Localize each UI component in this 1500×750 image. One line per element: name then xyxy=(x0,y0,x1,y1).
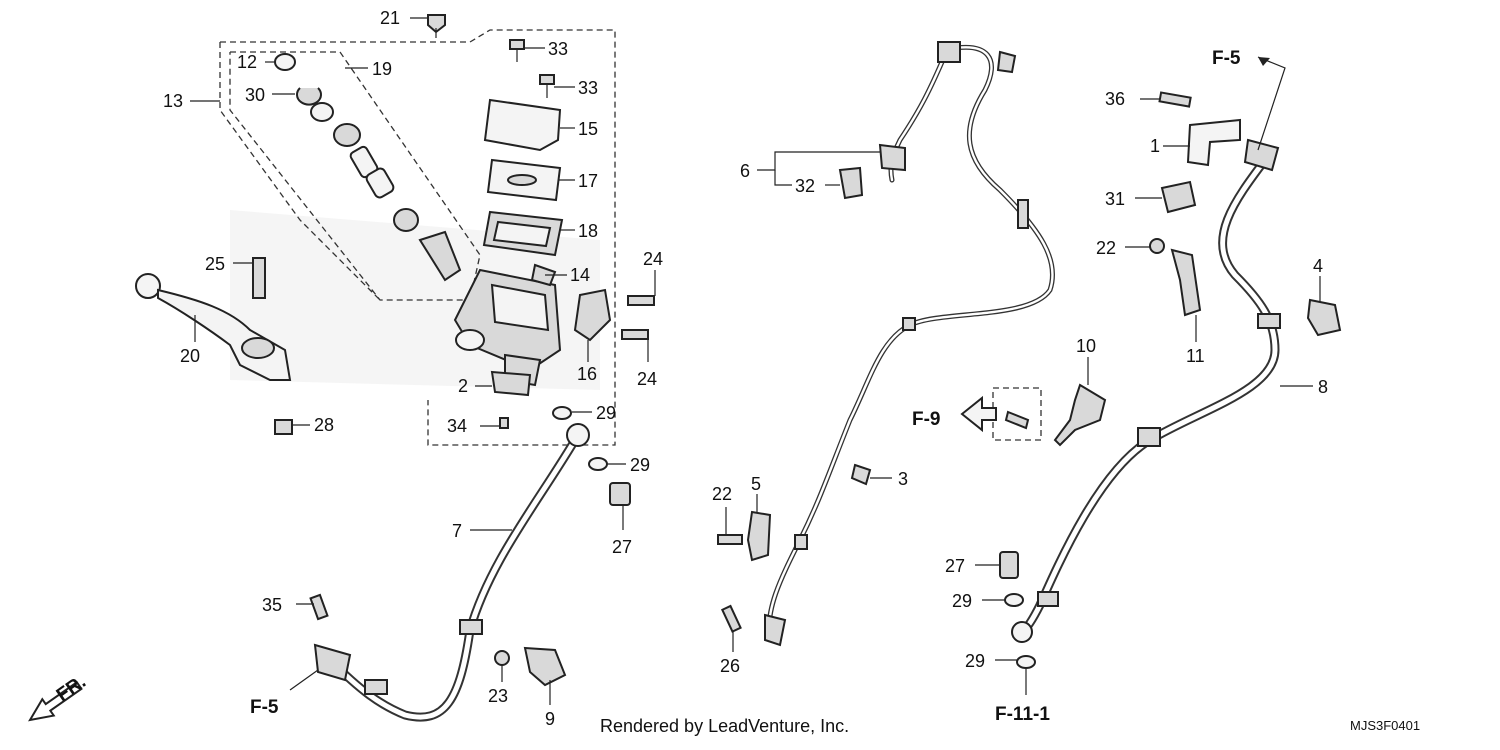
callout-5: 5 xyxy=(751,474,761,494)
hose-clamp-parts xyxy=(309,593,567,687)
front-direction-arrow: FR. xyxy=(28,671,90,722)
callout-20: 20 xyxy=(180,346,200,366)
brake-switch xyxy=(490,370,532,429)
sensor-small-parts xyxy=(717,463,872,633)
callout-30: 30 xyxy=(245,85,265,105)
sensor-wire xyxy=(764,41,1056,647)
callout-15: 15 xyxy=(578,119,598,139)
callout-29-b: 29 xyxy=(630,455,650,475)
ref-f5-top: F-5 xyxy=(1212,48,1241,69)
ref-f9: F-9 xyxy=(912,409,941,430)
leader-lines xyxy=(190,17,1321,705)
callout-10: 10 xyxy=(1076,336,1096,356)
reference-labels: F-5 F-5 F-9 F-11-1 xyxy=(250,48,1241,725)
callout-12: 12 xyxy=(237,52,257,72)
callout-28: 28 xyxy=(314,415,334,435)
rear-banjo-parts xyxy=(999,551,1036,669)
callout-4: 4 xyxy=(1313,256,1323,276)
rear-bracket-parts xyxy=(1149,91,1342,337)
callout-29-a: 29 xyxy=(596,403,616,423)
brake-hose-front xyxy=(313,423,590,722)
callout-16: 16 xyxy=(577,364,597,384)
callout-13: 13 xyxy=(163,91,183,111)
callout-29-c: 29 xyxy=(952,591,972,611)
callout-22-a: 22 xyxy=(712,484,732,504)
callout-3: 3 xyxy=(898,469,908,489)
piston-kit-parts xyxy=(274,53,462,282)
callout-19: 19 xyxy=(372,59,392,79)
callout-18: 18 xyxy=(578,221,598,241)
brake-hose-rear xyxy=(1011,138,1281,643)
callout-32: 32 xyxy=(795,176,815,196)
callout-27-b: 27 xyxy=(945,556,965,576)
holder-and-bolts xyxy=(573,288,655,342)
callout-33-a: 33 xyxy=(548,39,568,59)
callout-36: 36 xyxy=(1105,89,1125,109)
callout-22-b: 22 xyxy=(1096,238,1116,258)
callout-34: 34 xyxy=(447,416,467,436)
callout-23: 23 xyxy=(488,686,508,706)
brake-lever xyxy=(135,257,293,435)
credit-text: Rendered by LeadVenture, Inc. xyxy=(600,716,849,736)
master-cylinder-body xyxy=(453,263,562,387)
f5-top-reference-line xyxy=(1257,56,1286,151)
diagram-code: MJS3F0401 xyxy=(1350,718,1420,733)
callout-17: 17 xyxy=(578,171,598,191)
callout-26: 26 xyxy=(720,656,740,676)
callout-21: 21 xyxy=(380,8,400,28)
callout-31: 31 xyxy=(1105,189,1125,209)
reservoir-cover-parts xyxy=(482,98,564,257)
callout-35: 35 xyxy=(262,595,282,615)
callout-9: 9 xyxy=(545,709,555,729)
callout-6: 6 xyxy=(740,161,750,181)
callout-29-d: 29 xyxy=(965,651,985,671)
callout-7: 7 xyxy=(452,521,462,541)
callout-24-a: 24 xyxy=(643,249,663,269)
banjo-bolt-washers-left xyxy=(552,406,631,506)
callout-11: 11 xyxy=(1186,346,1205,366)
callout-27-a: 27 xyxy=(612,537,632,557)
callout-1: 1 xyxy=(1150,136,1160,156)
callout-labels: 21 33 33 12 19 30 13 15 17 18 14 25 24 1… xyxy=(163,8,1328,729)
callout-8: 8 xyxy=(1318,377,1328,397)
callout-33-b: 33 xyxy=(578,78,598,98)
screw-parts xyxy=(427,14,555,98)
f9-reference-box xyxy=(960,383,1107,447)
ref-f11-1: F-11-1 xyxy=(995,704,1050,725)
callout-24-b: 24 xyxy=(637,369,657,389)
callout-2: 2 xyxy=(458,376,468,396)
ref-f5-bottom: F-5 xyxy=(250,697,279,718)
callout-25: 25 xyxy=(205,254,225,274)
callout-14: 14 xyxy=(570,265,590,285)
